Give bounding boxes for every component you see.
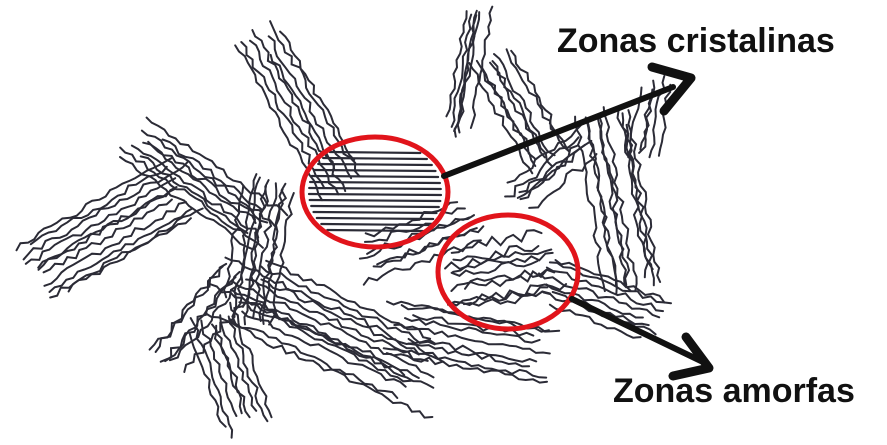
crystalline-chain-line [330,152,421,153]
polymer-chains [17,7,672,438]
crystalline-chain-line [321,224,428,225]
crystalline-chain-line [318,164,432,165]
crystalline-chain-line [314,212,437,213]
crystalline-chain-line [317,218,433,219]
polymer-chain [235,174,257,313]
crystalline-region-lines [309,152,441,231]
polymer-chain [220,315,256,411]
crystalline-chain-line [311,206,439,207]
crystalline-chain-line [323,158,427,159]
polymer-chain [163,140,262,210]
polymer-chain [387,353,547,383]
polymer-chain [24,162,188,259]
crystalline-chain-line [310,182,440,183]
crystalline-chain-line [327,230,422,231]
crystalline-chain-line [309,194,441,195]
crystalline-zones-label: Zonas cristalinas [557,24,835,58]
crystalline-chain-line [310,200,441,201]
crystalline-chain-line [315,170,436,171]
polymer-chain [190,334,226,427]
crystalline-chain-line [309,188,441,189]
amorphous-zones-label: Zonas amorfas [613,374,855,408]
polymer-chain [252,30,345,191]
polymer-chain [50,209,203,298]
polymer-chain [26,178,175,264]
crystalline-chain-line [312,176,438,177]
